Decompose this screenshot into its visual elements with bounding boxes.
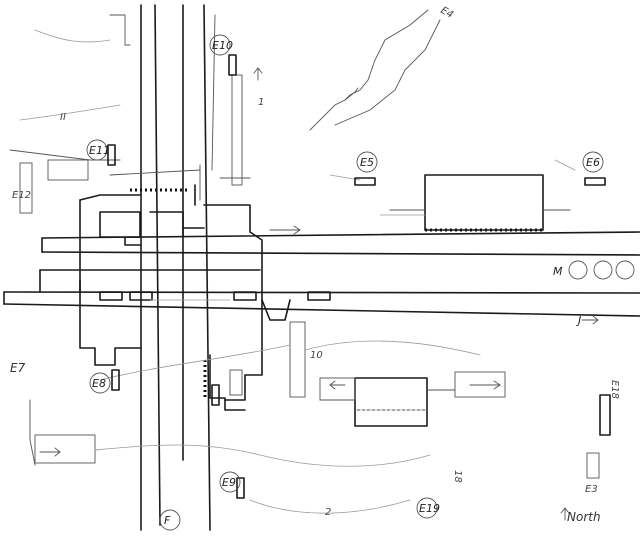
num-1-label: 1: [258, 97, 264, 108]
direction-arrows: [39, 67, 599, 521]
se-building: [319, 371, 506, 427]
median-boxes: [99, 291, 331, 321]
main-road-vertical: [140, 4, 211, 531]
crosswalk-sketches: [9, 9, 441, 466]
detector-boxes: [107, 54, 611, 499]
circled-labels: [86, 34, 635, 531]
nw-building: [79, 184, 263, 401]
e4-label: E4: [439, 5, 455, 21]
num-10-label: 10: [310, 350, 323, 361]
street-m-label: M: [553, 265, 563, 278]
e12-label: E12: [12, 190, 31, 201]
e3-label: E3: [585, 484, 598, 495]
street-j-label: J: [576, 314, 581, 327]
e6-label: E6: [586, 156, 600, 169]
num-ii-label: II: [60, 112, 66, 123]
e11-label: E11: [89, 144, 110, 157]
e9-label: E9: [222, 476, 236, 489]
main-road-horizontal: [3, 231, 640, 317]
text-labels: F M J North E4 E5 E6 E10 E11 E8 E9 E19 E…: [10, 5, 620, 527]
num-2-label: 2: [325, 507, 331, 518]
e7-label: E7: [10, 361, 26, 375]
ne-building: [389, 174, 571, 232]
e5-label: E5: [360, 156, 374, 169]
freehand-curves: [19, 29, 576, 514]
north-label: North: [567, 510, 601, 524]
num-18-label: 18: [452, 470, 463, 483]
e18-label: E18: [609, 380, 620, 399]
e8-label: E8: [92, 377, 106, 390]
street-f-label: F: [164, 514, 171, 527]
e19-label: E19: [419, 502, 440, 515]
sw-building: [203, 354, 246, 411]
e10-label: E10: [212, 39, 233, 52]
